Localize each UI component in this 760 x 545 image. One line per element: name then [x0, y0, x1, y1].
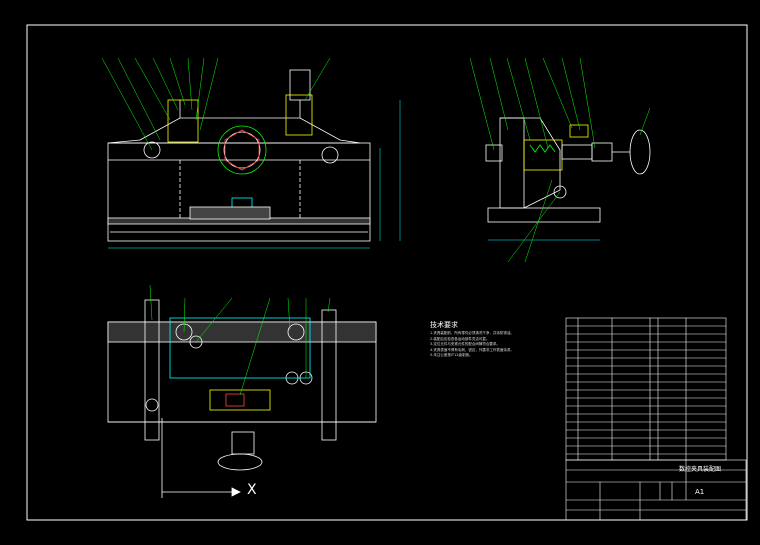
top-view: [107, 284, 377, 498]
note-line: 3.定位元件与夹紧元件的配合间隙符合要求。: [430, 342, 500, 347]
title-block: [565, 459, 747, 521]
note-line: 2.装配后应检查各运动部件灵活可靠。: [430, 336, 490, 341]
drawing-title-text: 数控夹具装配图: [679, 466, 722, 473]
parts-list: [565, 317, 727, 461]
notes-title: 技术要求: [430, 321, 458, 329]
sheet-code: A1: [695, 488, 705, 496]
side-view: [469, 57, 651, 263]
drawing-title: 数控夹具装配图 A1: [679, 466, 721, 496]
technical-notes: 1.夹具装配前，所有零件必须清洗干净，并涂防锈油。 2.装配后应检查各运动部件灵…: [430, 331, 514, 359]
note-line: 5.未注公差按IT12级制造。: [430, 353, 473, 358]
front-view: [101, 57, 401, 249]
note-line: 4.夹具表面不得有毛刺、锐边，外露非工作表面涂漆。: [430, 347, 514, 352]
note-line: 1.夹具装配前，所有零件必须清洗干净，并涂防锈油。: [430, 331, 514, 335]
sheet-border: [26, 24, 748, 521]
axis-x-label: X: [247, 482, 257, 498]
